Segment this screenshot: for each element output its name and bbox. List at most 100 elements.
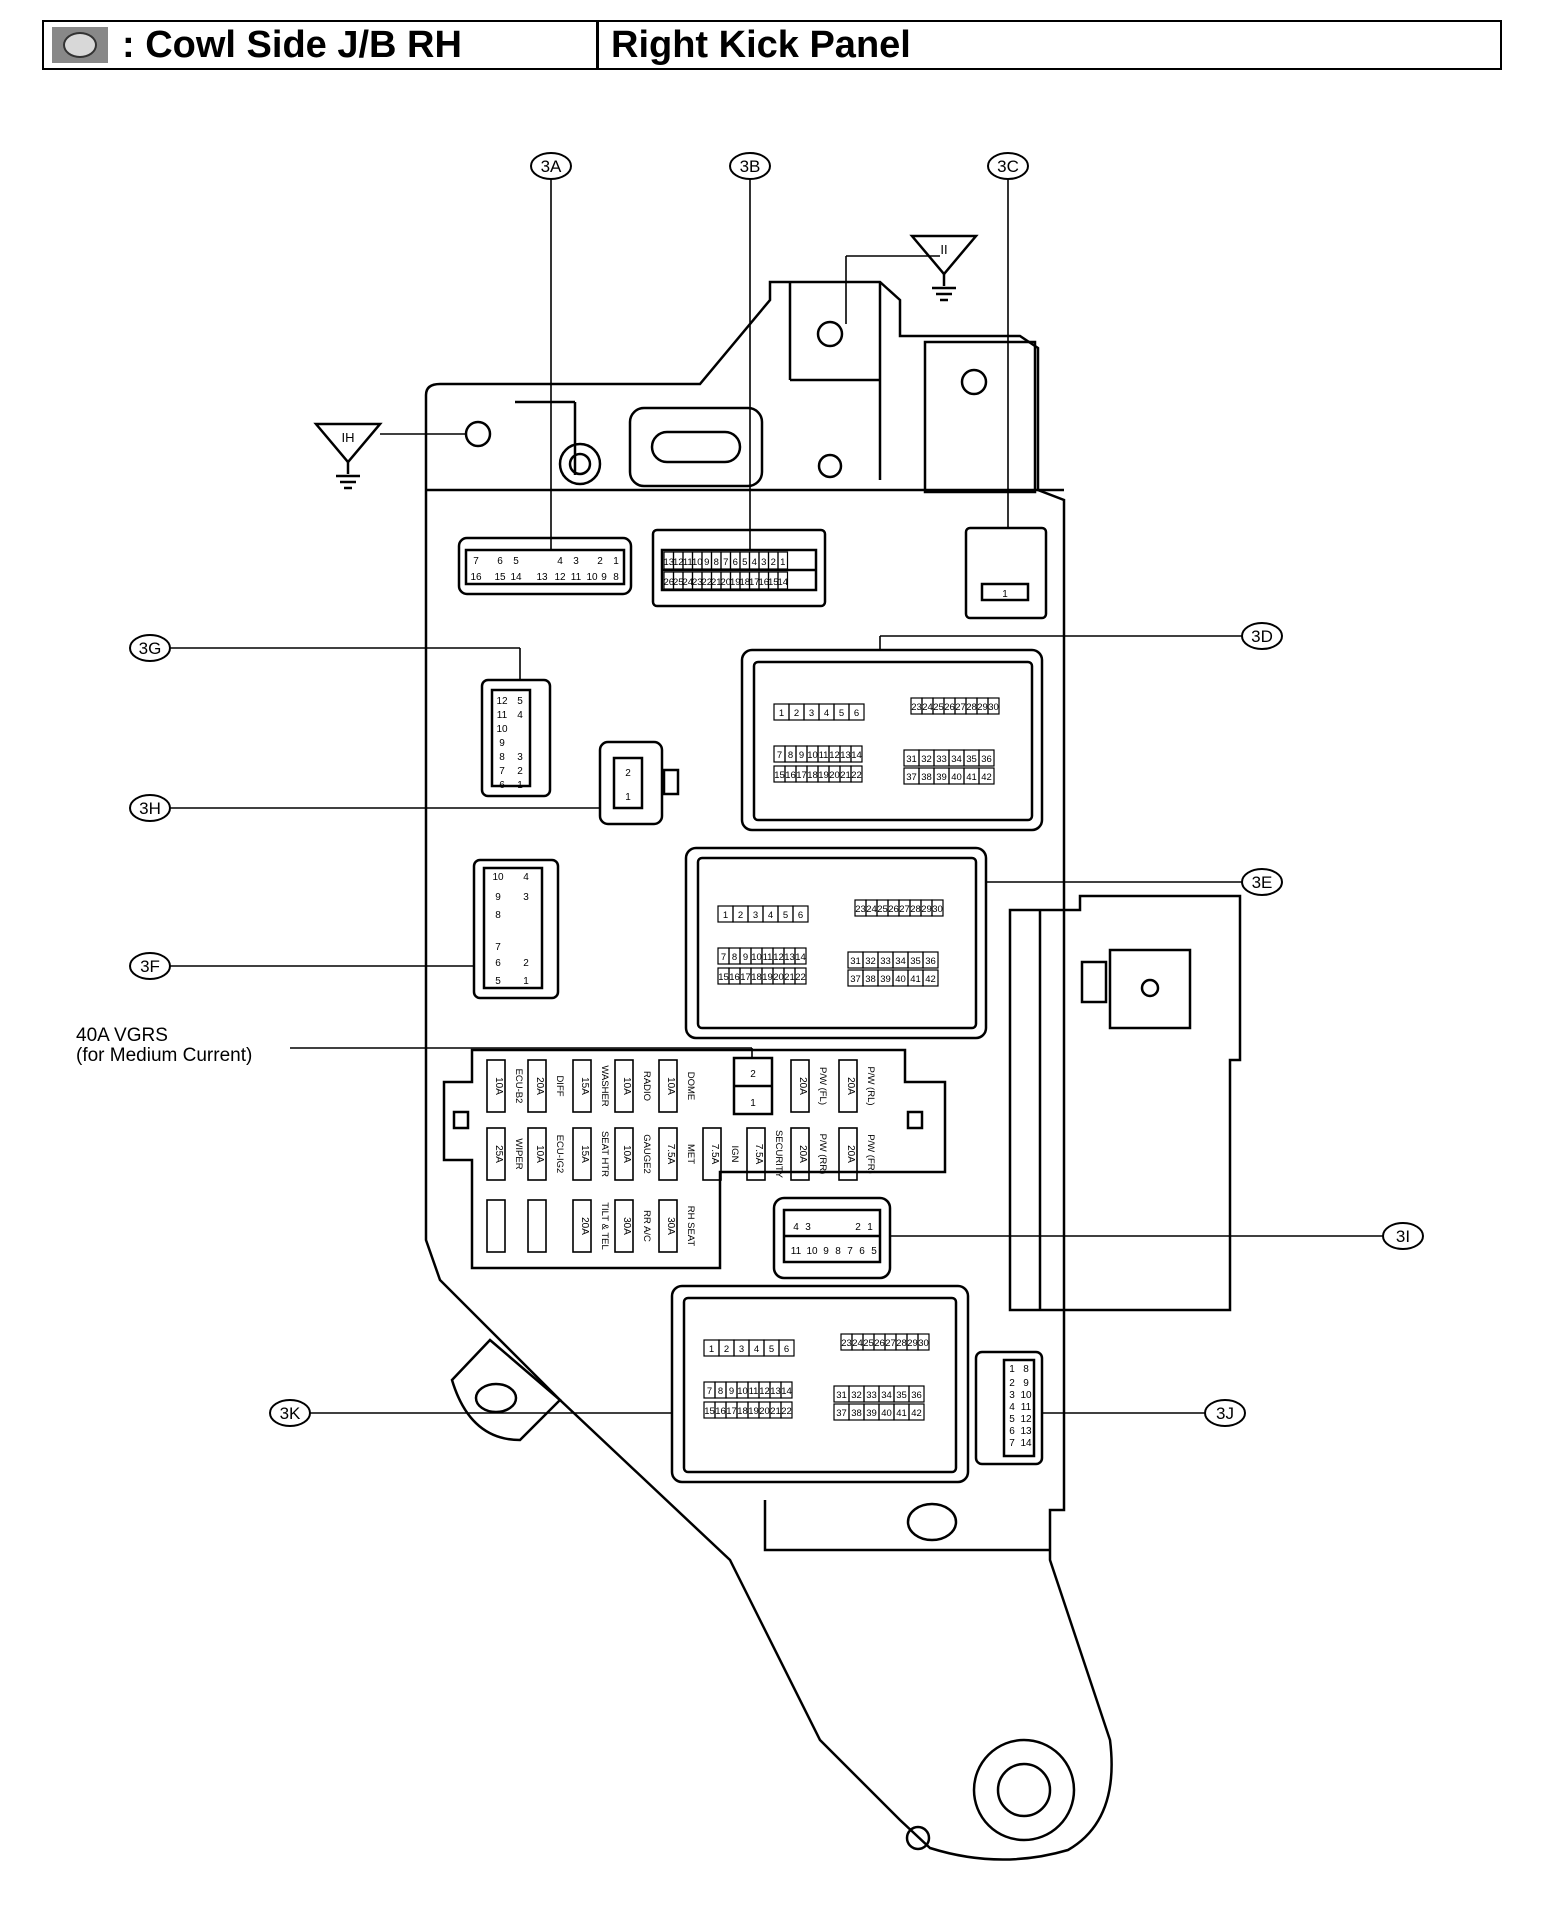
side-bracket-clip [1080, 960, 1108, 1004]
pin-label: 5 [517, 696, 523, 707]
pin-label: 29 [977, 702, 988, 713]
pin-label: 2 [794, 708, 799, 719]
pin-label: 23 [692, 577, 703, 588]
fuse-name-label: RH SEAT [685, 1206, 696, 1247]
callout-3a-label: 3A [541, 157, 562, 176]
pin-label: 5 [1009, 1414, 1015, 1425]
pin-label: 5 [742, 557, 747, 568]
pin-label: 7 [721, 952, 726, 963]
pin-label: 38 [921, 772, 932, 783]
pin-label: 1 [779, 708, 784, 719]
pin-label: 8 [499, 752, 505, 763]
fuse-f15 [790, 1127, 810, 1181]
pin-label: 7 [499, 766, 505, 777]
pin-label: 34 [895, 956, 906, 967]
callout-3k-label: 3K [280, 1404, 301, 1423]
fuse-name-label: RADIO [641, 1071, 652, 1101]
fuse-f12 [658, 1127, 678, 1181]
connector-3a [457, 536, 633, 596]
pin-label: 10 [496, 724, 508, 735]
pin-label: 1 [1002, 589, 1008, 600]
pin-cell [794, 947, 807, 965]
pin-cell [850, 765, 863, 783]
fuse-f17 [572, 1199, 592, 1253]
pin-label: 29 [921, 904, 932, 915]
vgrs-note: 40A VGRS (for Medium Current) [76, 1026, 252, 1066]
pin-label: 40 [895, 974, 906, 985]
callout-3j-label: 3J [1216, 1404, 1234, 1423]
pin-label: 3 [573, 556, 579, 567]
pin-label: 6 [798, 910, 803, 921]
pin-label: 6 [859, 1246, 865, 1257]
pin-label: 8 [495, 910, 501, 921]
pin-label: 11 [819, 750, 829, 761]
pin-label: 40 [951, 772, 962, 783]
fuse-name-label: SEAT HTR [599, 1131, 610, 1177]
fuse-amp-label: 15A [579, 1077, 590, 1095]
pin-label: 12 [496, 696, 508, 707]
pin-label: 10 [692, 557, 703, 568]
pin-label: 15 [704, 1406, 715, 1417]
mount-hole-ih [464, 420, 492, 448]
connector-3h [598, 740, 680, 826]
fuse-f16 [838, 1127, 858, 1181]
pin-label: 8 [835, 1246, 841, 1257]
fuse-amp-label: 15A [579, 1145, 590, 1163]
ground-ih-label: IH [342, 430, 355, 445]
pin-label: 2 [724, 1344, 729, 1355]
pin-label: 2 [517, 766, 523, 777]
leader-lines [170, 178, 1383, 1414]
fuse-f8 [486, 1127, 506, 1181]
fuse-amp-label: 20A [845, 1145, 856, 1163]
fuse-amp-label: 30A [621, 1217, 632, 1235]
pin-label: 4 [754, 1344, 759, 1355]
pin-label: 41 [966, 772, 977, 783]
pin-label: 32 [921, 754, 932, 765]
pin-label: 27 [955, 702, 966, 713]
fuse-amp-label: 10A [493, 1077, 504, 1095]
pin-label: 8 [718, 1386, 723, 1397]
pin-label: 9 [823, 1246, 829, 1257]
pin-label: 21 [711, 577, 722, 588]
pin-label: 1 [867, 1222, 873, 1233]
pin-label: 37 [906, 772, 917, 783]
page-header: : Cowl Side J/B RH Right Kick Panel [42, 20, 1502, 70]
fuse-f14 [746, 1127, 766, 1181]
pin-label: 3 [523, 892, 529, 903]
pin-label: 4 [1009, 1402, 1015, 1413]
fuse-f9 [527, 1127, 547, 1181]
pin-label: 13 [663, 557, 674, 568]
pin-label: 39 [866, 1408, 877, 1419]
connector-3d [740, 648, 1044, 832]
pin-label: 33 [880, 956, 891, 967]
pin-label: 1 [625, 792, 631, 803]
pin-label: 10 [737, 1386, 748, 1397]
mount-ear [450, 1338, 562, 1442]
pin-label: 29 [907, 1338, 918, 1349]
pin-label: 12 [1020, 1414, 1032, 1425]
callout-3c-label: 3C [997, 157, 1019, 176]
pin-label: 21 [770, 1406, 781, 1417]
pin-label: 19 [748, 1406, 759, 1417]
pin-label: 25 [673, 577, 684, 588]
pin-label: 17 [749, 577, 760, 588]
pin-label: 6 [1009, 1426, 1015, 1437]
jb-housing-outline [424, 280, 1113, 1861]
pin-label: 15 [718, 972, 729, 983]
pin-label: 15 [494, 572, 506, 583]
pin-label: 2 [625, 768, 631, 779]
housing-tab-hole [960, 368, 988, 396]
fuse-f1 [486, 1059, 506, 1113]
pin-label: 32 [851, 1390, 862, 1401]
pin-label: 9 [799, 750, 804, 761]
mount-ear-hole [474, 1382, 518, 1414]
pin-label: 31 [906, 754, 917, 765]
pin-label: 16 [758, 577, 769, 588]
pin-label: 28 [896, 1338, 907, 1349]
pin-label: 22 [851, 770, 862, 781]
pin-label: 2 [597, 556, 603, 567]
pin-label: 5 [769, 1344, 774, 1355]
pin-label: 7 [473, 556, 479, 567]
pin-label: 7 [723, 557, 728, 568]
callout-3g-label: 3G [139, 639, 162, 658]
